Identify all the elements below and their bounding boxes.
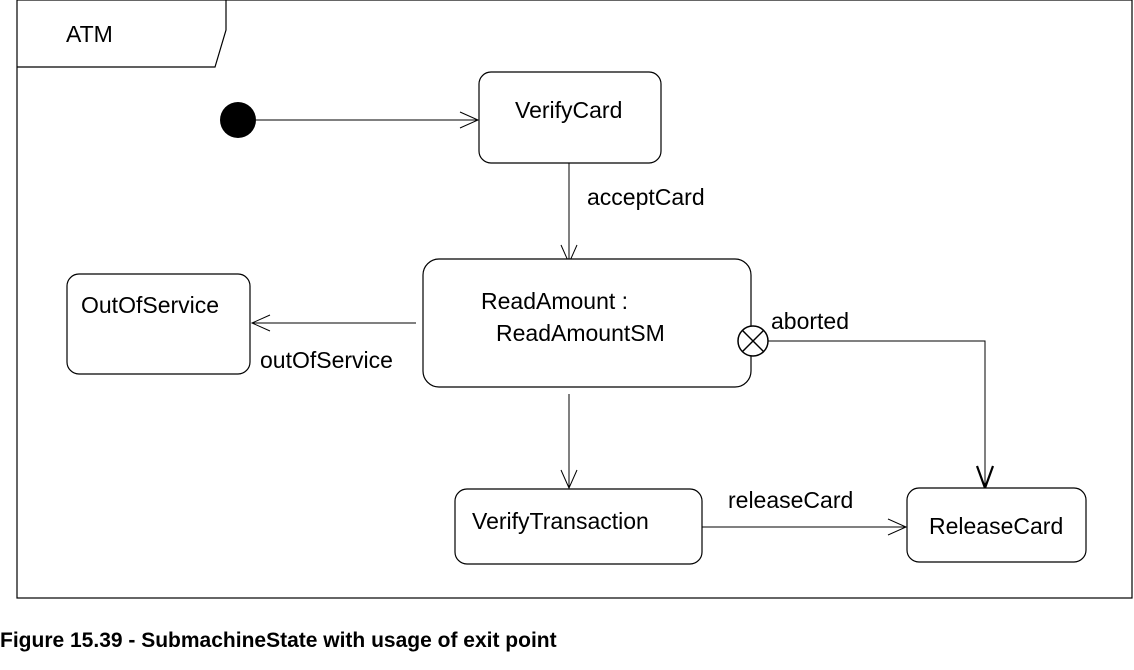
figure-caption: Figure 15.39 - SubmachineState with usag…: [0, 629, 557, 652]
release-card-transition-arrowhead: [887, 518, 908, 536]
out-of-service-transition-arrowhead: [250, 314, 271, 332]
state-release-card-label: ReleaseCard: [929, 513, 1063, 539]
state-release-card: [906, 487, 1087, 563]
accept-card-transition-label: acceptCard: [587, 184, 705, 210]
diagram-frame: [16, 0, 1133, 599]
aborted-transition-line: [768, 340, 986, 488]
initial-transition-arrowhead: [459, 111, 480, 129]
state-read-amount-label-line2: ReadAmountSM: [496, 320, 665, 346]
out-of-service-transition-label: outOfService: [260, 347, 393, 373]
initial-pseudostate: [220, 102, 256, 138]
release-card-transition-label: releaseCard: [728, 487, 853, 513]
exit-point-label: aborted: [771, 308, 849, 334]
state-out-of-service-label: OutOfService: [81, 292, 219, 318]
frame-name: ATM: [66, 21, 113, 47]
state-read-amount-label-line1: ReadAmount :: [481, 288, 628, 314]
exit-point-cross-b: [741, 329, 765, 353]
frame-name-tab: [17, 0, 227, 68]
read-amount-to-verify-transaction-arrowhead: [560, 469, 578, 490]
state-out-of-service: [66, 273, 251, 375]
state-verify-card-label: VerifyCard: [515, 97, 622, 123]
state-read-amount: [422, 258, 752, 388]
state-verify-card: [478, 71, 662, 164]
state-verify-transaction-label: VerifyTransaction: [472, 508, 649, 534]
